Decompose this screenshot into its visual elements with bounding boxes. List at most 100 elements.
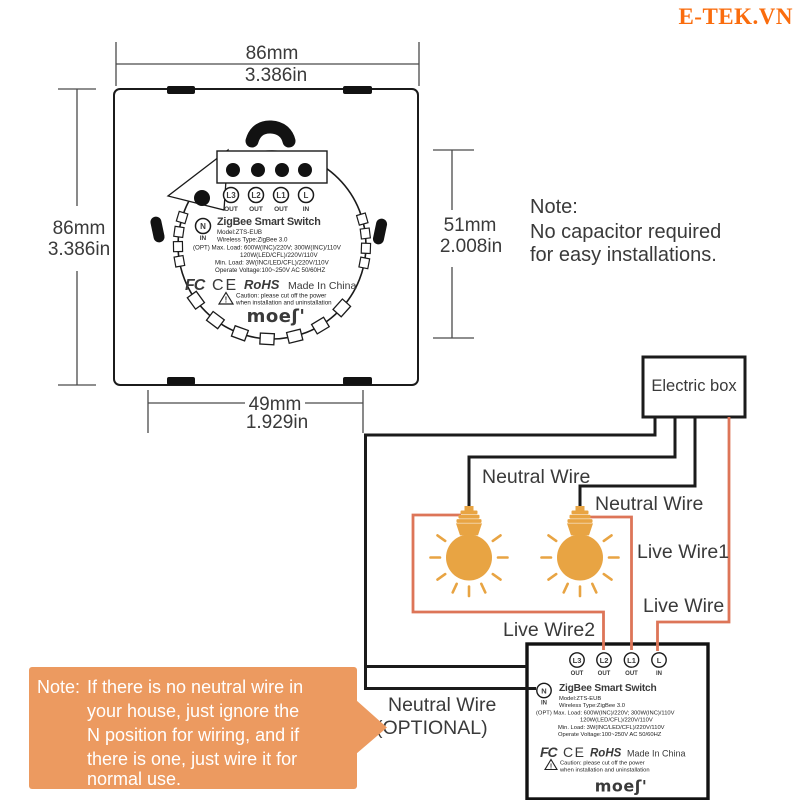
spec-voltage: Operate Voltage:100~250V AC 50/60HZ: [215, 267, 325, 274]
note-orange-prefix: Note:: [37, 677, 80, 697]
spec-min-load: Min. Load: 3W(INC/LED/CFL)/220V/110V: [215, 260, 330, 267]
label-neutral-wire-1: Neutral Wire: [482, 466, 590, 488]
module-caution1: Caution: please cut off the power: [560, 761, 645, 767]
terminal-l3: [222, 186, 240, 204]
terminal-l-label: L: [304, 191, 309, 200]
module-spec-model: Model:ZTS-EUB: [559, 696, 601, 702]
dim-bottom-mm: 49mm: [249, 394, 302, 415]
wire-neutral-1: [467, 417, 677, 509]
dim-top-in: 3.386in: [245, 65, 307, 86]
module-spec-min: Min. Load: 3W(INC/LED/CFL)/220V/110V: [558, 725, 665, 731]
label-neutral-optional-2: (OPTIONAL): [376, 717, 488, 739]
terminal-l1-label: L1: [276, 191, 286, 200]
terminal-n: [194, 217, 212, 235]
fcc-logo-icon: FC: [185, 277, 206, 294]
spec-max-load-2: 120W(LED/CFL)/220V/110V: [240, 252, 318, 259]
module-terminal-n: [536, 682, 552, 699]
wire-live-1: [588, 515, 633, 650]
terminal-l3-label: L3: [226, 191, 236, 200]
module-spec-voltage: Operate Voltage:100~250V AC 50/60HZ: [558, 732, 662, 738]
dimension-right: 51mm 2.008in: [433, 149, 502, 339]
note-red-line1: Note:: [530, 196, 578, 218]
terminal-screws: [226, 163, 312, 177]
note-orange-pointer-icon: [356, 700, 387, 754]
dimension-bottom: 49mm 1.929in: [147, 390, 364, 433]
electric-box-label: Electric box: [651, 377, 737, 395]
bulb-icon-right: [540, 506, 620, 598]
terminal-l2-sub: OUT: [249, 206, 263, 213]
note-red: Note: No capacitor required for easy ins…: [530, 196, 721, 266]
product-title: ZigBee Smart Switch: [217, 216, 321, 228]
brand-logo: E-TEK.VN: [678, 4, 793, 29]
module-n-label: N: [541, 687, 546, 696]
label-live-wire-2: Live Wire2: [503, 619, 595, 641]
caution-line1: Caution: please cut off the power: [236, 293, 326, 300]
module-warning-triangle-icon: [544, 758, 558, 771]
spec-wireless: Wireless Type:ZigBee 3.0: [217, 237, 288, 244]
note-red-line3: for easy installations.: [530, 244, 717, 266]
terminal-l2: [247, 186, 265, 204]
terminal-l-sub: IN: [303, 206, 310, 213]
label-neutral-optional-1: Neutral Wire: [388, 694, 496, 716]
terminal-l1: [272, 186, 290, 204]
wiring-diagram: Electric box: [364, 355, 747, 800]
warning-mark: !: [225, 296, 228, 305]
module-l-label: L: [657, 656, 662, 665]
tab-top-left: [167, 86, 195, 94]
module-l3-label: L3: [573, 656, 582, 665]
module-moes-logo: moeʃ': [595, 777, 648, 796]
note-orange-line3: N position for wiring, and if: [87, 725, 300, 745]
note-red-line2: No capacitor required: [530, 221, 721, 243]
spec-max-load: (OPT) Max. Load: 600W(INC)/220V; 300W(IN…: [193, 245, 342, 252]
switch-module: [525, 642, 710, 800]
wire-neutral-optional: [364, 417, 657, 690]
note-orange: Note: If there is no neutral wire in you…: [29, 667, 387, 789]
module-ce-icon: CE: [563, 744, 585, 760]
note-orange-line4: there is one, just wire it for: [87, 749, 297, 769]
module-rohs-icon: RoHS: [590, 748, 622, 760]
module-l-sub: IN: [656, 671, 662, 677]
terminal-n-sub: IN: [200, 235, 207, 242]
dim-right-mm: 51mm: [444, 215, 497, 236]
terminal-l1-sub: OUT: [274, 206, 288, 213]
module-made-label: Made In China: [627, 749, 686, 759]
module-spec-wireless: Wireless Type:ZigBee 3.0: [559, 703, 625, 709]
rohs-logo-icon: RoHS: [244, 277, 280, 292]
dim-right-in: 2.008in: [440, 236, 502, 257]
terminal-n-label: N: [200, 222, 206, 231]
bulb-icon-left: [429, 506, 509, 598]
dim-bottom-in: 1.929in: [246, 412, 308, 433]
module-caution2: when installation and uninstallation: [559, 768, 650, 774]
module-fins-sides: [172, 210, 372, 270]
switch-back-view: L3 L2 L1 L OUT OUT OUT IN N IN ZigBee Sm…: [113, 86, 419, 386]
module-l1-label: L1: [627, 656, 636, 665]
spec-model: Model:ZTS-EUB: [217, 229, 262, 236]
module-l2-sub: OUT: [598, 671, 611, 677]
module-n-sub: IN: [541, 701, 547, 707]
module-warning-mark: !: [550, 763, 552, 770]
tab-top-right: [343, 86, 372, 94]
dimension-top: 86mm 3.386in: [115, 42, 420, 86]
module-terminal-l1: [623, 652, 640, 668]
made-in-china-label: Made In China: [288, 280, 356, 292]
wire-neutral-2: [578, 417, 697, 509]
screw-hole-icon: [194, 190, 210, 206]
note-orange-line1: If there is no neutral wire in: [87, 677, 303, 697]
slot-right-icon: [372, 218, 388, 245]
label-live-wire-1: Live Wire1: [637, 541, 729, 563]
slot-left-icon: [150, 216, 165, 243]
label-neutral-wire-2: Neutral Wire: [595, 493, 703, 515]
terminal-l: [297, 186, 315, 204]
note-orange-line5: normal use.: [87, 769, 181, 789]
label-live-wire: Live Wire: [643, 595, 724, 617]
wire-live: [656, 417, 731, 651]
module-l1-sub: OUT: [625, 671, 638, 677]
moes-logo: moeʃ': [247, 306, 306, 327]
module-title: ZigBee Smart Switch: [559, 683, 657, 694]
module-terminal-l: [651, 652, 667, 668]
terminal-l2-label: L2: [251, 191, 261, 200]
module-l2-label: L2: [600, 656, 609, 665]
top-slot-icon: [245, 120, 296, 148]
